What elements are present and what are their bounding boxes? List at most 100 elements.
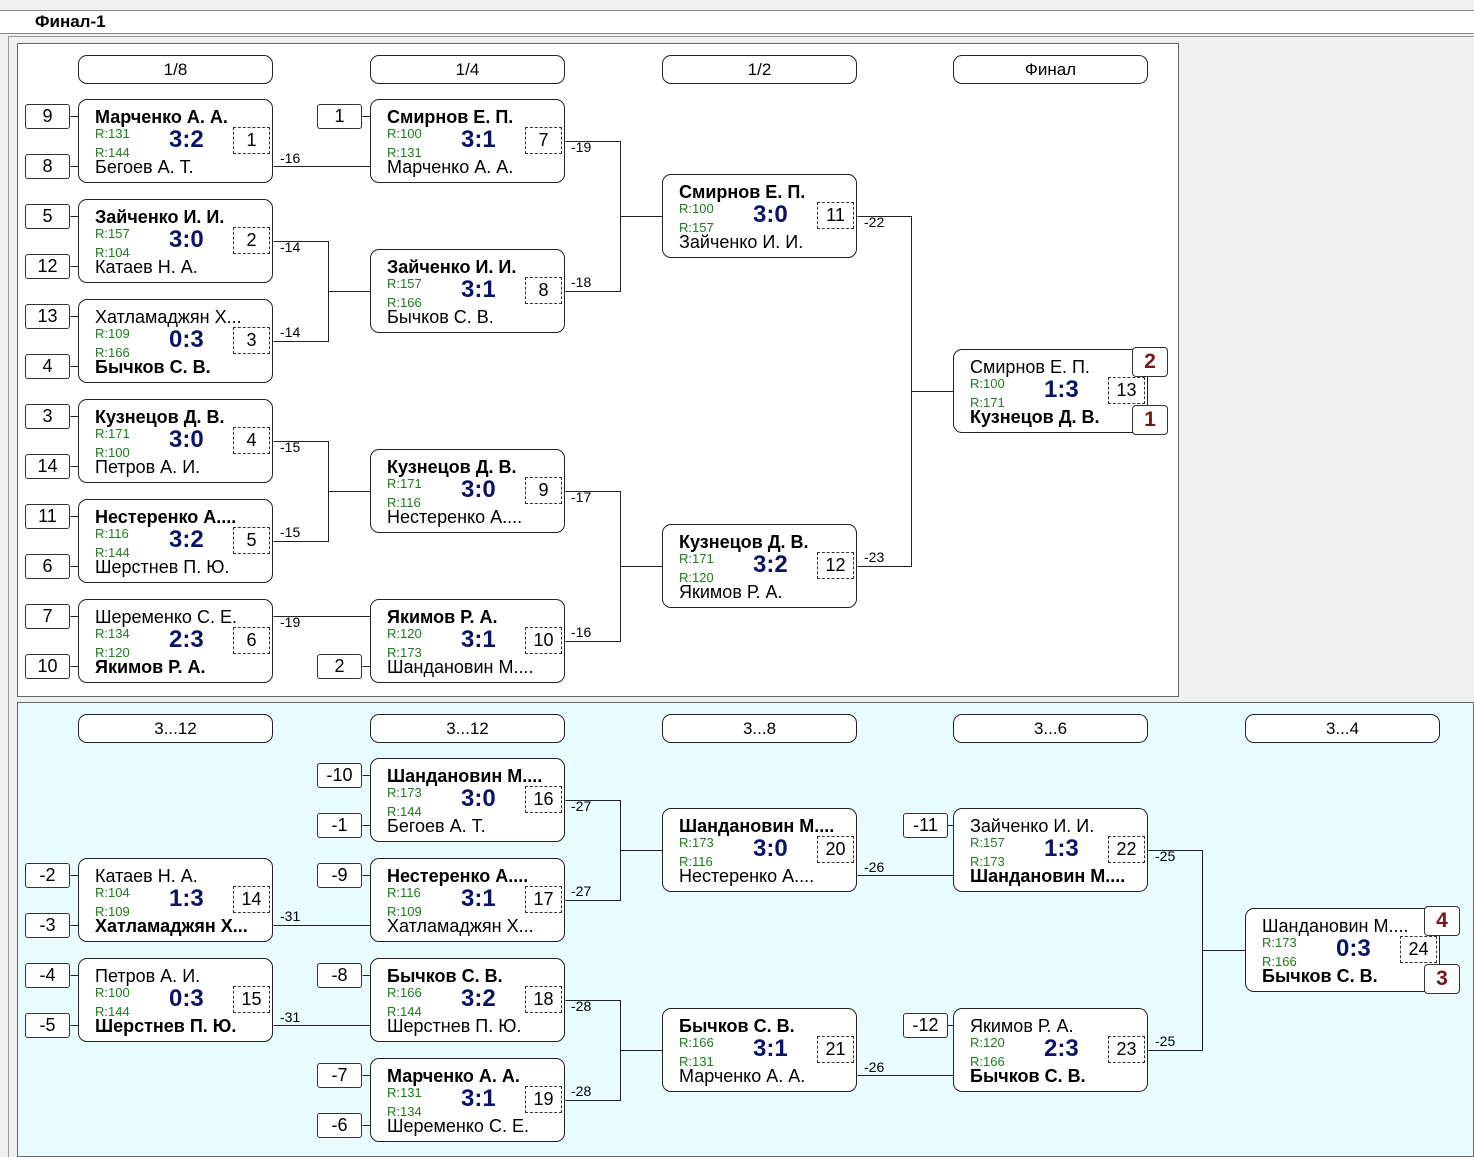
loser-label: -15: [280, 524, 301, 540]
player-top: Смирнов Е. П.: [970, 357, 1090, 377]
loser-label: -26: [864, 1059, 885, 1075]
seed-box: 9: [25, 104, 70, 129]
player-bottom: Шерстнев П. Ю.: [95, 1016, 237, 1036]
seed-box: -6: [317, 1113, 362, 1138]
loser-label: -31: [280, 908, 301, 924]
rating-top: R:131: [387, 1085, 422, 1100]
player-top: Нестеренко А....: [95, 507, 237, 527]
loser-label: -23: [864, 549, 885, 565]
rating-bottom: R:173: [970, 854, 1005, 869]
match-number: 19: [525, 1086, 562, 1113]
rating-bottom: R:131: [387, 145, 422, 160]
round-header-1-8: 1/8: [78, 55, 273, 84]
player-bottom: Кузнецов Д. В.: [970, 407, 1100, 427]
rating-bottom: R:157: [679, 220, 714, 235]
player-top: Кузнецов Д. В.: [679, 532, 809, 552]
match-number: 21: [817, 1036, 854, 1063]
match-number: 3: [233, 327, 270, 354]
rating-top: R:173: [679, 835, 714, 850]
loser-label: -17: [571, 489, 592, 505]
rating-top: R:173: [387, 785, 422, 800]
rating-top: R:166: [679, 1035, 714, 1050]
rating-bottom: R:144: [95, 145, 130, 160]
match-number: 17: [525, 886, 562, 913]
player-top: Марченко А. А.: [95, 107, 228, 127]
match-number: 7: [525, 127, 562, 154]
player-bottom: Шерстнев П. Ю.: [95, 557, 230, 577]
player-top: Якимов Р. А.: [970, 1016, 1074, 1036]
rating-top: R:116: [387, 885, 421, 900]
loser-label: -19: [571, 139, 592, 155]
match-score: 3:0: [461, 785, 496, 812]
match-score: 3:1: [461, 126, 496, 153]
match-score: 0:3: [169, 985, 204, 1012]
rating-top: R:173: [1262, 935, 1297, 950]
player-bottom: Марченко А. А.: [387, 157, 514, 177]
player-bottom: Якимов Р. А.: [679, 582, 783, 602]
loser-label: -15: [280, 439, 301, 455]
rating-top: R:166: [387, 985, 422, 1000]
player-top: Шандановин М....: [679, 816, 835, 836]
rating-bottom: R:144: [387, 804, 422, 819]
rating-top: R:157: [95, 226, 130, 241]
player-bottom: Марченко А. А.: [679, 1066, 806, 1086]
loser-label: -22: [864, 214, 885, 230]
match-number: 23: [1108, 1036, 1145, 1063]
title-bar: Финал-1: [0, 10, 1474, 34]
seed-box: 10: [25, 654, 70, 679]
player-bottom: Шерстнев П. Ю.: [387, 1016, 522, 1036]
player-top: Смирнов Е. П.: [679, 182, 806, 202]
rating-bottom: R:109: [95, 904, 130, 919]
rating-top: R:100: [970, 376, 1005, 391]
rating-top: R:134: [95, 626, 130, 641]
match-number: 14: [233, 886, 270, 913]
match-score: 1:3: [169, 885, 204, 912]
rating-top: R:116: [95, 526, 129, 541]
player-top: Шандановин М....: [387, 766, 543, 786]
match-score: 0:3: [1336, 935, 1371, 962]
player-bottom: Шандановин М....: [970, 866, 1126, 886]
rating-top: R:157: [970, 835, 1005, 850]
match-score: 3:2: [753, 551, 788, 578]
player-bottom: Бычков С. В.: [95, 357, 211, 377]
rating-bottom: R:171: [970, 395, 1005, 410]
seed-box: 2: [317, 654, 362, 679]
match-score: 1:3: [1044, 376, 1079, 403]
match-number: 6: [233, 627, 270, 654]
rating-bottom: R:134: [387, 1104, 422, 1119]
rating-top: R:120: [970, 1035, 1005, 1050]
player-top: Якимов Р. А.: [387, 607, 498, 627]
rating-bottom: R:120: [679, 570, 714, 585]
rating-top: R:109: [95, 326, 130, 341]
rating-bottom: R:144: [387, 1004, 422, 1019]
player-bottom: Хатламаджян Х...: [95, 916, 248, 936]
place-badge: 3: [1424, 964, 1460, 994]
player-bottom: Петров А. И.: [95, 457, 201, 477]
player-bottom: Зайченко И. И.: [679, 232, 804, 252]
seed-box: -4: [25, 963, 70, 988]
